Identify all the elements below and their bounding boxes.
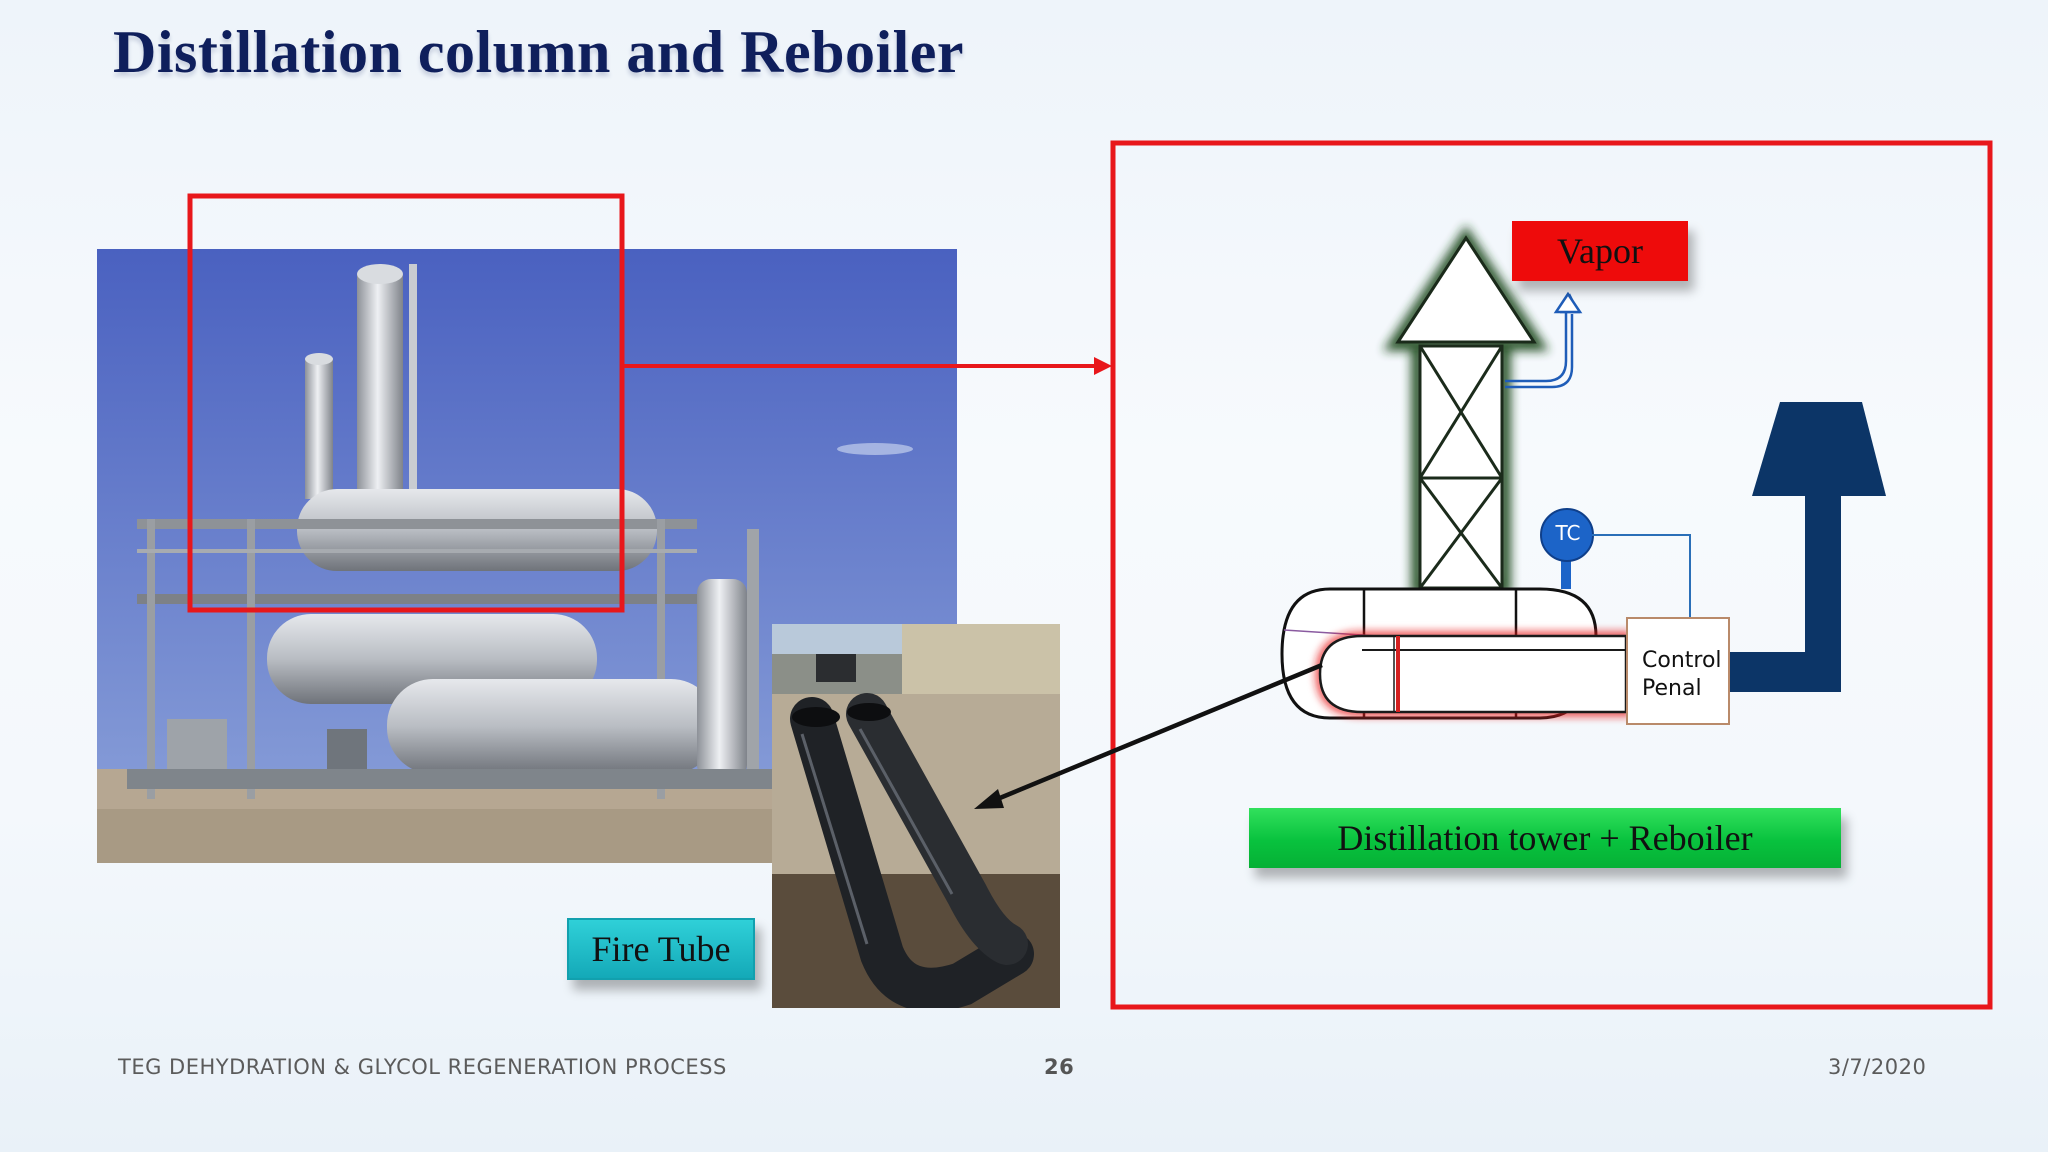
control-panel-line1: Control: [1642, 648, 1722, 673]
fire-tube-photo: [772, 624, 1060, 1008]
exhaust-stack-arrow: [1730, 402, 1886, 692]
tc-label: TC: [1555, 521, 1581, 545]
fire-tube-outline: [1318, 634, 1628, 714]
control-panel-line2: Penal: [1642, 676, 1702, 701]
highlight-box-column: [187, 193, 625, 613]
slide-title: Distillation column and Reboiler: [113, 19, 965, 85]
fire-tube-label: Fire Tube: [567, 918, 755, 980]
packed-tower: [1418, 344, 1504, 590]
slide-date: 3/7/2020: [1828, 1055, 1927, 1079]
connector-arrowhead: [1094, 357, 1112, 375]
schematic-frame: [1110, 140, 1993, 1010]
tc-signal-line: [1592, 534, 1691, 618]
fire-tube-pointer: [994, 662, 1323, 803]
page-number: 26: [1044, 1055, 1075, 1079]
distillation-tower-label: Distillation tower + Reboiler: [1249, 808, 1841, 868]
footer-title: TEG DEHYDRATION & GLYCOL REGENERATION PR…: [118, 1055, 727, 1079]
control-panel-box: Control Penal: [1626, 617, 1730, 725]
vapor-label: Vapor: [1512, 221, 1688, 281]
tower-cap: [1395, 235, 1537, 344]
